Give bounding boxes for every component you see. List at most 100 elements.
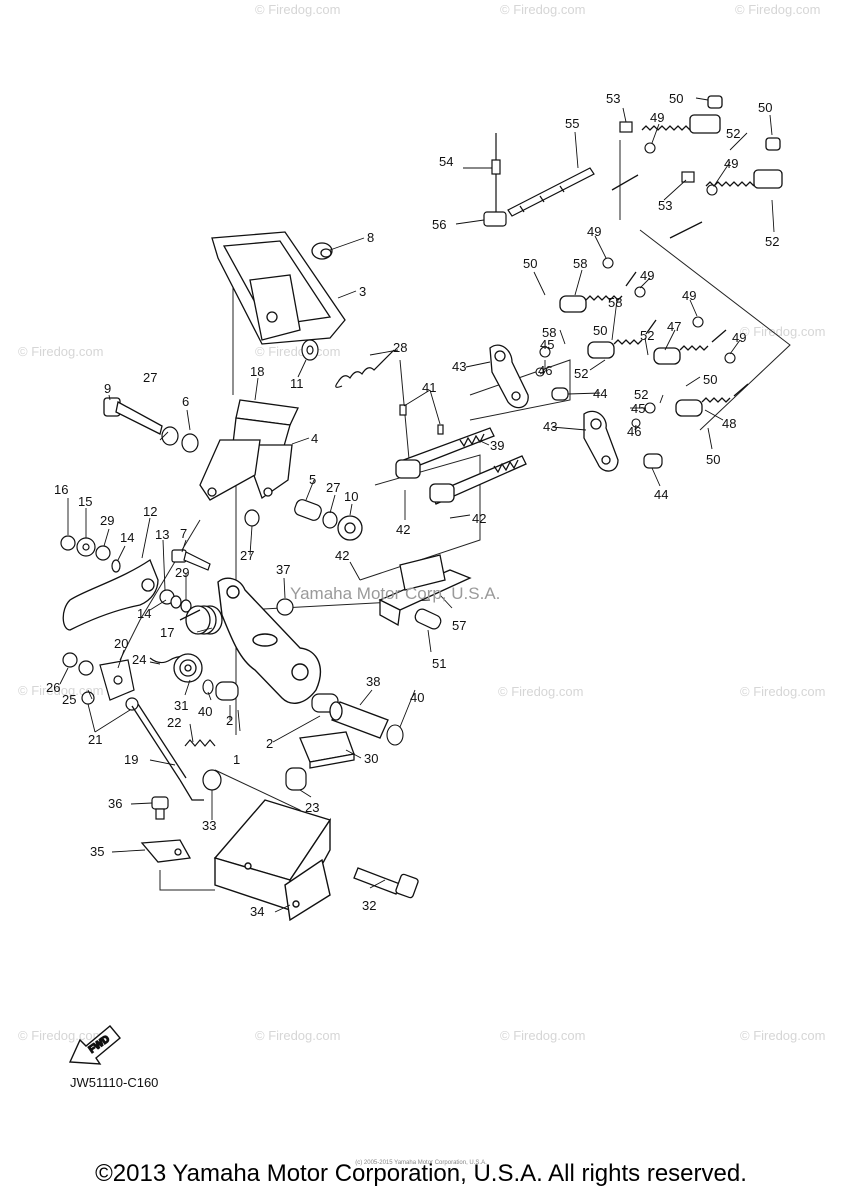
callout-14: 14	[120, 530, 134, 545]
callout-49: 49	[682, 288, 696, 303]
part-58-cable-adjusters	[559, 271, 657, 359]
callout-52: 52	[640, 328, 654, 343]
callout-36: 36	[108, 796, 122, 811]
callout-19: 19	[124, 752, 138, 767]
part-43-arm-upper	[489, 344, 529, 409]
callout-20: 20	[114, 636, 128, 651]
callout-13: 13	[155, 527, 169, 542]
part-6-collar	[181, 433, 199, 453]
callout-55: 55	[565, 116, 579, 131]
callout-14: 14	[137, 606, 151, 621]
callout-49: 49	[650, 110, 664, 125]
part-43-arm-lower	[583, 410, 619, 472]
callout-42: 42	[396, 522, 410, 537]
part-30-pad	[299, 731, 355, 769]
part-28-spring	[335, 349, 395, 388]
callout-49: 49	[732, 330, 746, 345]
watermark-layer: © Firedog.com © Firedog.com © Firedog.co…	[18, 2, 825, 1043]
callout-2: 2	[266, 736, 273, 751]
part-39-rods	[395, 427, 527, 505]
callout-27: 27	[326, 480, 340, 495]
callout-10: 10	[344, 489, 358, 504]
part-22-spring	[184, 739, 216, 747]
part-10-nut	[337, 515, 363, 541]
part-23-bushing	[285, 767, 307, 791]
callout-4: 4	[311, 431, 318, 446]
part-56-clamp	[483, 211, 507, 227]
callout-45: 45	[631, 401, 645, 416]
center-watermark: Yamaha Motor Corp, U.S.A.	[290, 584, 501, 603]
callout-45: 45	[540, 337, 554, 352]
part-26-25-21-nuts	[62, 652, 139, 711]
part-27-nut-b	[322, 511, 338, 529]
callout-12: 12	[143, 504, 157, 519]
part-upper-cable-assemblies	[611, 95, 783, 239]
callout-44: 44	[593, 386, 607, 401]
part-19-rod	[131, 703, 204, 801]
callout-48: 48	[722, 416, 736, 431]
callout-51: 51	[432, 656, 446, 671]
callout-38: 38	[366, 674, 380, 689]
callout-18: 18	[250, 364, 264, 379]
part-44-bushings	[551, 387, 663, 469]
part-32-bolt	[353, 867, 419, 899]
callout-21: 21	[88, 732, 102, 747]
part-35-plate	[140, 839, 192, 863]
callout-41: 41	[422, 380, 436, 395]
part-20-bracket	[99, 659, 135, 701]
part-49-nuts	[602, 142, 736, 364]
part-27-nut	[161, 426, 179, 446]
part-12-lever-arm	[62, 559, 159, 631]
watermark: © Firedog.com	[740, 324, 825, 339]
part-37-bushing	[276, 598, 294, 616]
callout-42: 42	[472, 511, 486, 526]
callout-49: 49	[724, 156, 738, 171]
part-40-ring-b	[386, 724, 404, 746]
callout-28: 28	[393, 340, 407, 355]
watermark: © Firedog.com	[18, 1028, 103, 1043]
callout-27: 27	[143, 370, 157, 385]
callout-52: 52	[765, 234, 779, 249]
callout-29: 29	[175, 565, 189, 580]
callout-43: 43	[543, 419, 557, 434]
callout-29: 29	[100, 513, 114, 528]
callout-39: 39	[490, 438, 504, 453]
part-3-pedal-pad	[211, 231, 346, 345]
part-7-bolt	[171, 549, 211, 571]
callout-6: 6	[182, 394, 189, 409]
part-57-bracket	[378, 554, 472, 627]
callout-11: 11	[290, 376, 304, 391]
callout-46: 46	[538, 363, 552, 378]
part-4-bracket	[199, 439, 293, 501]
part-47-48-cable-adjusters	[653, 329, 749, 417]
leader-lines	[59, 97, 775, 913]
callout-22: 22	[167, 715, 181, 730]
part-55-strap	[507, 167, 595, 217]
callout-50: 50	[669, 91, 683, 106]
part-51-pin	[414, 608, 442, 630]
part-54-rod	[491, 133, 501, 220]
watermark: © Firedog.com	[255, 1028, 340, 1043]
callout-34: 34	[250, 904, 264, 919]
part-34-mount-bracket	[213, 799, 332, 922]
watermark: © Firedog.com	[740, 1028, 825, 1043]
watermark: © Firedog.com	[735, 2, 820, 17]
part-11-washer	[301, 339, 319, 361]
part-9-bolt	[103, 397, 163, 435]
callout-50: 50	[523, 256, 537, 271]
watermark: © Firedog.com	[255, 344, 340, 359]
part-16-15-29-14-hardware	[60, 535, 121, 573]
callout-49: 49	[587, 224, 601, 239]
callout-15: 15	[78, 494, 92, 509]
callout-33: 33	[202, 818, 216, 833]
part-8-bushing	[311, 242, 333, 260]
callout-7: 7	[180, 526, 187, 541]
part-53-bolts	[619, 121, 695, 183]
callout-58: 58	[542, 325, 556, 340]
callout-54: 54	[439, 154, 453, 169]
callout-32: 32	[362, 898, 376, 913]
callout-16: 16	[54, 482, 68, 497]
callout-58: 58	[608, 295, 622, 310]
part-5-sleeve	[294, 499, 322, 521]
